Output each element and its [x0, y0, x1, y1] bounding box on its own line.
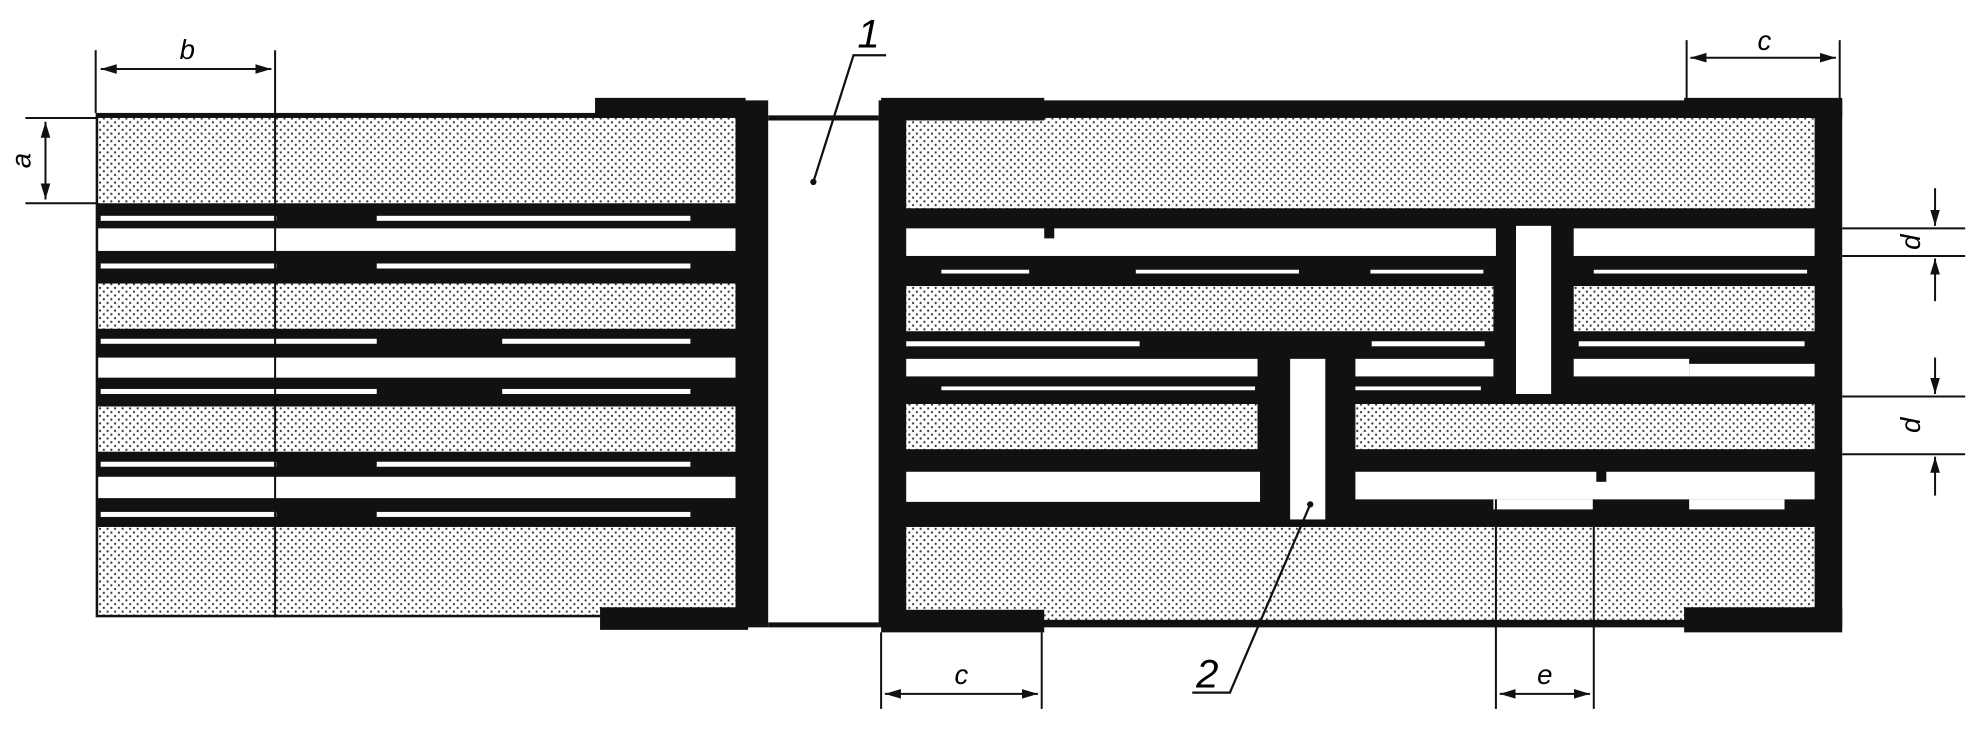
- dimension-lines: [25, 40, 1966, 709]
- plated-wall: [735, 100, 769, 628]
- callout-number-1: 1: [857, 12, 879, 57]
- dielectric-layer: [906, 117, 1815, 209]
- conductor-gap: [98, 476, 736, 499]
- dielectric-layer: [98, 526, 736, 615]
- conductor-gap: [906, 228, 1496, 256]
- through-hole: [768, 115, 879, 628]
- buried-via-upper: [1515, 225, 1552, 394]
- conductor-gap: [906, 471, 1261, 502]
- dielectric-layer: [906, 526, 1815, 620]
- conductor-gap: [1355, 471, 1815, 500]
- dielectric-layer: [98, 406, 736, 452]
- conductor-gap: [98, 357, 736, 378]
- dielectric-layer: [906, 404, 1258, 450]
- right-board-section: [878, 97, 1843, 633]
- surface-pad: [1684, 607, 1843, 633]
- surface-pad: [1684, 97, 1843, 118]
- surface-pad: [881, 609, 1045, 633]
- dielectric-layer: [1573, 286, 1815, 332]
- dimension-label-d-lower: d: [1895, 416, 1926, 433]
- dimension-label-c-top: c: [1758, 25, 1772, 56]
- dimension-label-b: b: [180, 34, 195, 65]
- dimension-label-d-upper: d: [1895, 233, 1926, 250]
- callout-number-2: 2: [1195, 652, 1218, 697]
- dimension-label-e: e: [1537, 659, 1552, 690]
- callout-leaders: [812, 54, 1312, 694]
- dielectric-layer: [98, 117, 736, 204]
- buried-via-lower: [1290, 358, 1326, 520]
- dimension-label-c-bottom: c: [955, 659, 969, 690]
- conductor-gap: [1573, 228, 1815, 256]
- surface-pad: [600, 607, 749, 630]
- dimension-label-a: a: [5, 153, 36, 168]
- dielectric-layer: [906, 286, 1494, 332]
- left-board-section: [95, 50, 769, 630]
- dielectric-layer: [1355, 404, 1815, 450]
- surface-pad: [881, 97, 1045, 121]
- dielectric-layer: [98, 283, 736, 329]
- conductor-gap: [98, 228, 736, 251]
- surface-pad: [595, 97, 746, 118]
